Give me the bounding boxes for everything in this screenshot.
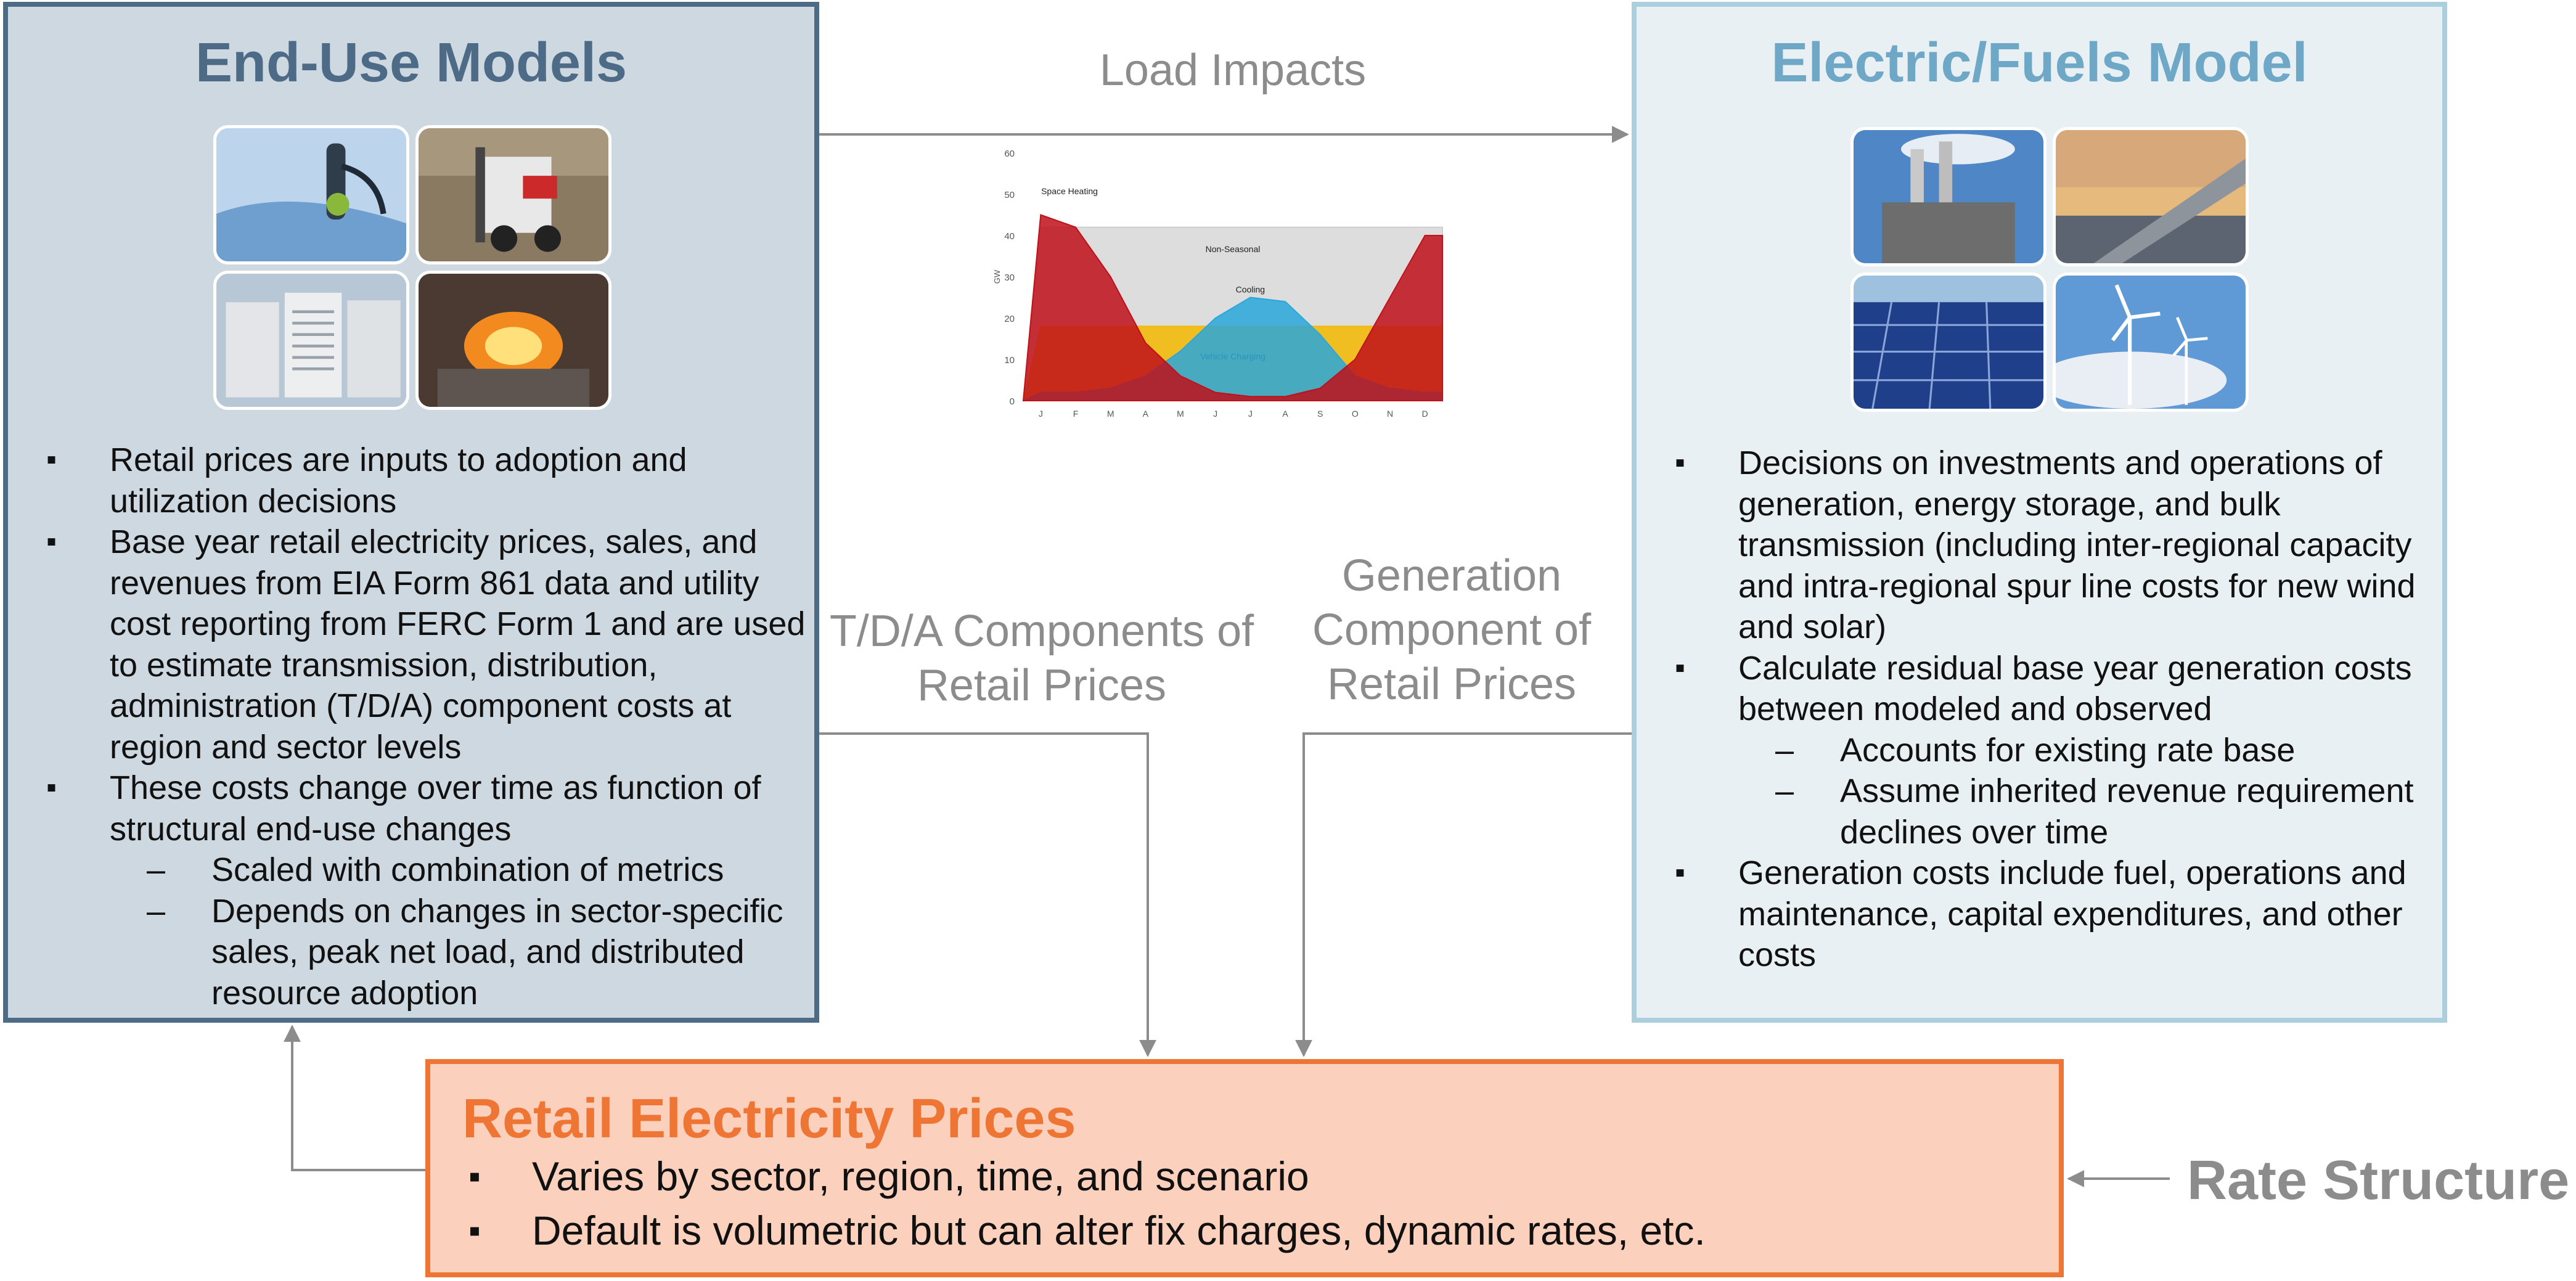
end-use-photo-grid <box>213 125 611 410</box>
wind-turbines-photo <box>2053 272 2249 412</box>
x-tick-label: A <box>1282 409 1288 419</box>
electric-fuels-bullets: Decisions on investments and operations … <box>1637 443 2442 976</box>
list-item: Scaled with combination of metrics <box>8 849 816 891</box>
x-tick-label: J <box>1213 409 1217 419</box>
forklift-photo <box>415 125 611 264</box>
series-label: Space Heating <box>1041 186 1098 196</box>
power-plant-photo <box>1850 127 2046 266</box>
list-item: Generation costs include fuel, operation… <box>1637 853 2442 976</box>
industrial-furnace-photo <box>415 271 611 410</box>
retail-electricity-prices-box: Retail Electricity Prices Varies by sect… <box>425 1059 2064 1277</box>
list-item: Accounts for existing rate base <box>1637 730 2442 771</box>
list-item: Base year retail electricity prices, sal… <box>8 522 816 767</box>
list-item: Depends on changes in sector-specific sa… <box>8 891 816 1014</box>
load-impacts-label: Load Impacts <box>1099 46 1367 95</box>
list-item: Assume inherited revenue requirement dec… <box>1637 771 2442 853</box>
retail-bullets: Varies by sector, region, time, and scen… <box>430 1149 1706 1258</box>
solar-panels-photo <box>1850 272 2046 412</box>
list-item: Default is volumetric but can alter fix … <box>430 1203 1706 1258</box>
y-tick-label: 10 <box>1004 355 1015 366</box>
electric-fuels-model-title: Electric/Fuels Model <box>1771 32 2308 94</box>
list-item: Retail prices are inputs to adoption and… <box>8 440 816 522</box>
ev-charging-photo <box>213 125 409 264</box>
x-tick-label: D <box>1422 409 1428 419</box>
retail-electricity-prices-title: Retail Electricity Prices <box>462 1088 1076 1150</box>
electric-fuels-photo-grid <box>1850 127 2249 412</box>
load-impacts-chart: 0102030405060GWJFMAMJJASONDNon-SeasonalV… <box>992 149 1443 419</box>
list-item: Calculate residual base year generation … <box>1637 648 2442 730</box>
series-label: Non-Seasonal <box>1206 244 1261 254</box>
series-area <box>1022 214 1443 401</box>
x-tick-label: J <box>1248 409 1253 419</box>
pipeline-photo <box>2053 127 2249 266</box>
x-tick-label: S <box>1317 409 1323 419</box>
y-tick-label: 20 <box>1004 314 1015 324</box>
retail-to-end-use-arrow <box>284 1025 425 1171</box>
y-tick-label: 0 <box>1010 396 1015 407</box>
series-label: Cooling <box>1236 285 1265 295</box>
x-tick-label: N <box>1387 409 1393 419</box>
x-tick-label: M <box>1107 409 1114 419</box>
list-item: Varies by sector, region, time, and scen… <box>430 1149 1706 1203</box>
rate-structure-label: Rate Structure <box>2187 1150 2570 1211</box>
x-tick-label: J <box>1039 409 1043 419</box>
x-tick-label: A <box>1143 409 1149 419</box>
y-tick-label: 60 <box>1004 149 1015 159</box>
tda-components-label: T/D/A Components of Retail Prices <box>829 607 1254 710</box>
generation-arrow <box>1295 732 1632 1057</box>
end-use-models-box: End-Use Models <box>3 2 819 1023</box>
generation-component-label: Generation Component of Retail Prices <box>1312 551 1592 709</box>
list-item: Decisions on investments and operations … <box>1637 443 2442 648</box>
electric-fuels-model-box: Electric/Fuels Model <box>1632 2 2447 1023</box>
x-tick-label: O <box>1352 409 1359 419</box>
y-tick-label: 40 <box>1004 231 1015 242</box>
end-use-bullets: Retail prices are inputs to adoption and… <box>8 440 816 1013</box>
end-use-models-title: End-Use Models <box>195 32 628 94</box>
y-tick-label: 30 <box>1004 272 1015 283</box>
tda-arrow <box>819 732 1156 1057</box>
x-tick-label: M <box>1177 409 1184 419</box>
heat-pump-units-photo <box>213 271 409 410</box>
list-item: These costs change over time as function… <box>8 767 816 849</box>
y-axis-label: GW <box>992 269 1002 284</box>
y-tick-label: 50 <box>1004 190 1015 200</box>
x-tick-label: F <box>1073 409 1079 419</box>
